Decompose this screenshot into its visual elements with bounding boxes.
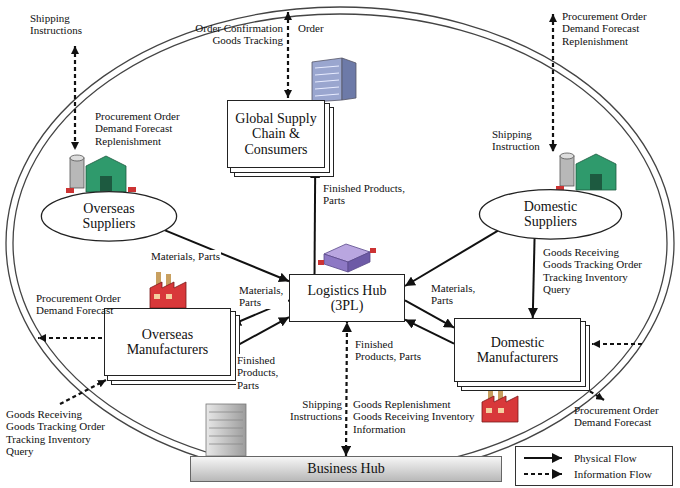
information-label: Shipping Instruction	[492, 128, 550, 153]
information-label: Goods Receiving Goods Tracking Order Tra…	[543, 246, 643, 295]
information-label: Procurement Order Demand Forecast Replen…	[562, 10, 672, 47]
legend-sample	[522, 452, 566, 464]
node-title: Domestic Manufacturers	[461, 335, 574, 366]
manufacturer-box: Overseas Manufacturers	[104, 308, 231, 376]
legend-text: Information Flow	[574, 468, 652, 480]
business-building-icon	[206, 404, 246, 456]
flow-label: Materials, Parts	[238, 284, 288, 309]
business-hub-bar: Business Hub	[190, 456, 502, 482]
legend-line	[524, 457, 562, 459]
flow-label: Finished Products, Parts	[354, 338, 430, 363]
node-title: Overseas Manufacturers	[111, 327, 224, 358]
node-title: Global Supply Chain & Consumers	[234, 111, 318, 157]
ellipse-shape	[41, 191, 176, 240]
node-title: Domestic Suppliers	[506, 199, 596, 230]
flow-label: Materials, Parts	[430, 282, 482, 307]
flow-label: Materials, Parts	[150, 250, 221, 262]
information-label: Order	[298, 22, 338, 34]
legend-line	[524, 473, 562, 475]
information-label: Goods Receiving Goods Tracking Order Tra…	[6, 408, 106, 457]
node-title: Logistics Hub (3PL)	[296, 283, 398, 314]
legend-text: Physical Flow	[574, 452, 637, 464]
physical-flow-arrow	[231, 317, 289, 349]
information-label: Shipping Instructions	[272, 398, 342, 423]
information-label: Order Confirmation Goods Tracking	[188, 22, 283, 47]
information-label: Procurement Order Demand Forecast Replen…	[95, 110, 205, 147]
flow-label: Finished Products, Parts	[236, 354, 300, 391]
legend-sample	[522, 468, 566, 480]
hub-box: Logistics Hub (3PL)	[289, 274, 405, 322]
information-label: Procurement Order Demand Forecast	[574, 404, 674, 429]
factory-icon	[150, 272, 186, 308]
legend-box: Physical FlowInformation Flow	[515, 446, 673, 486]
ellipse-shape	[479, 189, 621, 238]
flow-label: Finished Products, Parts	[322, 182, 414, 207]
legend-row: Physical Flow	[522, 450, 666, 466]
information-arrows	[38, 12, 642, 404]
information-label: Goods Replenishment Goods Receiving Inve…	[353, 398, 478, 435]
factory-icon	[482, 386, 518, 422]
hub-device-icon	[318, 244, 376, 272]
platform-ring	[6, 7, 674, 479]
information-label: Procurement Order Demand Forecast	[36, 292, 141, 317]
supplier-ellipse: Domestic Suppliers	[478, 188, 623, 241]
information-label: Shipping Instructions	[30, 12, 100, 37]
physical-flow-arrow	[533, 238, 535, 318]
physical-flow-arrow	[314, 168, 317, 274]
warehouse-icon	[66, 155, 136, 193]
node-title: Overseas Suppliers	[66, 201, 152, 232]
warehouse-icon	[556, 153, 616, 191]
supplier-ellipse: Overseas Suppliers	[40, 190, 178, 243]
information-flow-arrow	[346, 322, 347, 456]
physical-flow-arrow	[405, 231, 498, 286]
manufacturer-box: Domestic Manufacturers	[454, 318, 581, 382]
node-title: Business Hub	[307, 461, 384, 476]
consumer-box: Global Supply Chain & Consumers	[227, 100, 325, 168]
office-building-icon	[312, 58, 356, 102]
legend-row: Information Flow	[522, 466, 666, 482]
